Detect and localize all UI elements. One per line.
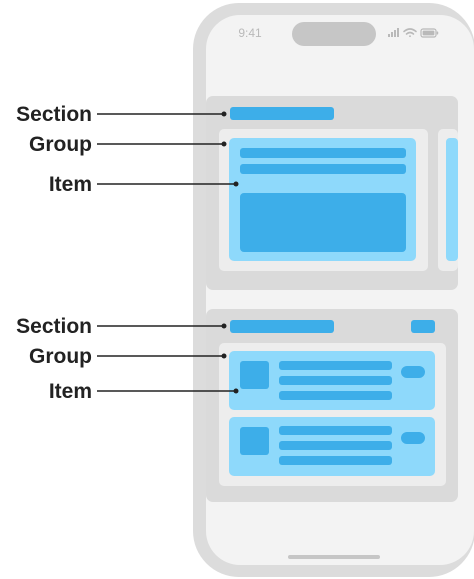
label-section: Section [16,315,92,338]
label-section: Section [16,103,92,126]
item-text-line [279,456,392,465]
item-pill-badge [401,366,425,378]
wifi-icon [403,28,417,38]
leader-dot [221,353,227,359]
item-thumbnail [240,361,269,389]
label-item: Item [49,380,92,403]
group-top-next [438,129,458,271]
item-text-line [279,441,392,450]
item-pill-badge [401,432,425,444]
item-text-line [279,426,392,435]
callouts-top: Section Group Item [16,103,239,196]
item-text-line [279,361,392,370]
leader-dot [221,323,227,329]
item-card[interactable] [229,138,416,261]
item-text-line [240,164,406,174]
section-header-bar [230,107,334,120]
status-bar: 9:41 [238,26,439,40]
section-bottom [206,309,458,502]
leader-dot [221,111,227,117]
leader-dot [233,388,239,394]
section-top [206,96,458,290]
label-group: Group [29,345,92,368]
section-header-bar [230,320,334,333]
cellular-signal-icon [388,28,399,37]
item-thumbnail [240,427,269,455]
group-top [219,129,428,271]
label-group: Group [29,133,92,156]
leader-dot [233,181,239,187]
callouts-bottom: Section Group Item [16,315,239,403]
label-item: Item [49,173,92,196]
leader-dot [221,141,227,147]
item-text-line [279,376,392,385]
group-bottom [219,343,446,486]
status-time: 9:41 [238,26,262,40]
item-text-line [240,148,406,158]
section-accessory-button[interactable] [411,320,435,333]
item-card-peek[interactable] [446,138,458,261]
list-item[interactable] [229,417,435,476]
item-image-placeholder [240,193,406,252]
dynamic-island [292,22,376,46]
home-indicator [288,555,380,559]
list-item[interactable] [229,351,435,410]
item-text-line [279,391,392,400]
battery-icon [420,28,439,38]
